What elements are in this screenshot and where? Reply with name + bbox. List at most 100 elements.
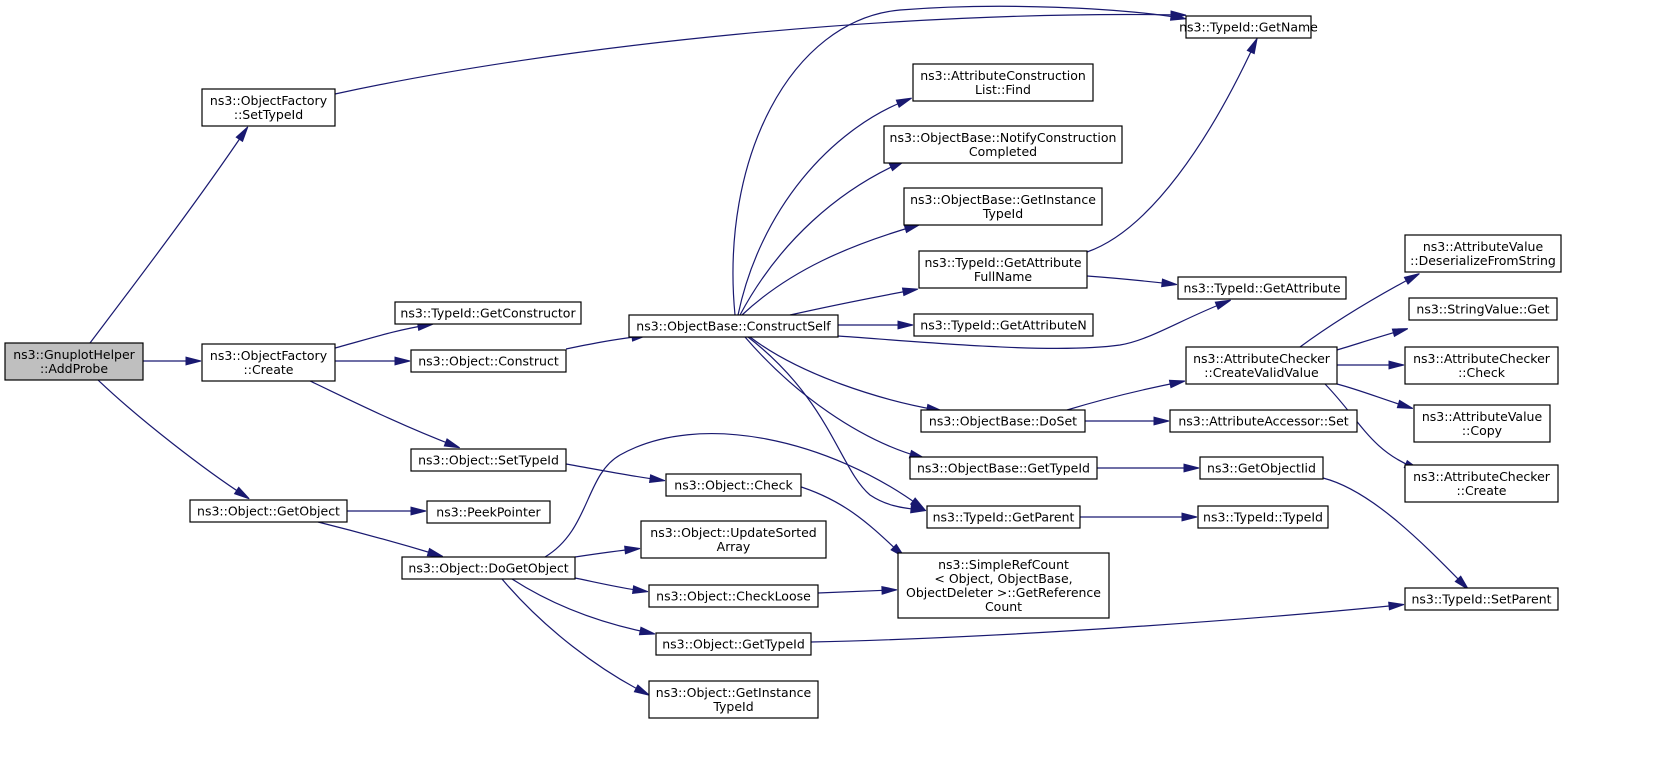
edge-line	[1336, 383, 1409, 408]
node-obj-dogetobject[interactable]: ns3::Object::DoGetObject	[401, 556, 576, 580]
node-obj-check[interactable]: ns3::Object::Check	[665, 473, 802, 497]
node-label-line: Completed	[969, 144, 1037, 159]
node-box	[883, 125, 1123, 164]
node-box	[920, 409, 1086, 433]
node-obj-getobject[interactable]: ns3::Object::GetObject	[189, 499, 348, 523]
edge-ob_constructself-to-typeid_getname	[732, 5, 1187, 316]
node-obj-gettypeid[interactable]: ns3::Object::GetTypeId	[655, 632, 812, 656]
node-ob-gettypeid[interactable]: ns3::ObjectBase::GetTypeId	[909, 456, 1098, 480]
node-ac-createvalid[interactable]: ns3::AttributeChecker::CreateValidValue	[1185, 346, 1338, 385]
edge-ob_constructself-to-typeid_getattribute	[837, 299, 1231, 349]
node-peekpointer[interactable]: ns3::PeekPointer	[426, 500, 551, 524]
node-label-line: ns3::ObjectFactory	[210, 93, 328, 108]
edge-line	[309, 380, 456, 447]
edge-line	[1086, 275, 1173, 285]
node-box	[903, 187, 1103, 226]
edge-line	[1322, 477, 1466, 587]
edge-line	[1066, 381, 1181, 411]
edge-typeid_getattrfull-to-typeid_getname	[1086, 38, 1258, 253]
edge-ac_createvalid-to-av_copy	[1336, 383, 1414, 409]
node-of-settypeid[interactable]: ns3::ObjectFactory::SetTypeId	[201, 88, 336, 127]
node-obj-construct[interactable]: ns3::Object::Construct	[410, 349, 567, 373]
edge-ob_constructself-to-typeid_getparent	[747, 336, 927, 514]
arrowhead	[394, 356, 411, 366]
edge-ob_constructself-to-typeid_getattrfull	[789, 287, 919, 316]
node-box	[1185, 15, 1312, 39]
node-box	[394, 301, 582, 325]
arrowhead	[1168, 379, 1186, 389]
node-label-line: ::Copy	[1462, 423, 1503, 438]
node-ac-create[interactable]: ns3::AttributeChecker::Create	[1404, 464, 1559, 503]
node-label-line: ns3::GetObjectIid	[1207, 461, 1316, 476]
node-of-create[interactable]: ns3::ObjectFactory::Create	[201, 343, 336, 382]
arrowhead	[903, 224, 921, 234]
node-box	[909, 456, 1098, 480]
arrowhead	[897, 320, 914, 330]
arrowhead	[1183, 463, 1200, 473]
edge-getobjectiid-to-typeid_setparent	[1322, 477, 1469, 590]
node-label-line: ::CreateValidValue	[1204, 365, 1319, 380]
node-av-deserialize[interactable]: ns3::AttributeValue::DeserializeFromStri…	[1404, 234, 1562, 273]
node-label-line: ns3::Object::DoGetObject	[408, 561, 568, 576]
node-av-copy[interactable]: ns3::AttributeValue::Copy	[1413, 404, 1551, 443]
node-label-line: ns3::PeekPointer	[436, 505, 541, 520]
node-ob-constructself[interactable]: ns3::ObjectBase::ConstructSelf	[628, 314, 839, 338]
node-label-line: ns3::TypeId::SetParent	[1411, 592, 1551, 607]
node-box	[1404, 464, 1559, 503]
node-typeid-getparent[interactable]: ns3::TypeId::GetParent	[926, 505, 1081, 529]
node-simplerefcount[interactable]: ns3::SimpleRefCount< Object, ObjectBase,…	[897, 552, 1110, 619]
node-label-line: < Object, ObjectBase,	[934, 571, 1072, 586]
node-label-line: TypeId	[982, 206, 1023, 221]
node-typeid-getconstructor[interactable]: ns3::TypeId::GetConstructor	[394, 301, 582, 325]
edge-ob_constructself-to-acl_find	[737, 97, 912, 316]
node-getobjectiid[interactable]: ns3::GetObjectIid	[1199, 456, 1324, 480]
node-typeid-getattribute[interactable]: ns3::TypeId::GetAttribute	[1177, 276, 1347, 300]
node-label-line: Count	[985, 599, 1022, 614]
node-ob-notify[interactable]: ns3::ObjectBase::NotifyConstructionCompl…	[883, 125, 1123, 164]
arrowhead	[426, 547, 444, 557]
node-typeid-getattrn[interactable]: ns3::TypeId::GetAttributeN	[913, 313, 1094, 337]
node-typeid-typeid[interactable]: ns3::TypeId::TypeId	[1197, 505, 1329, 529]
node-box	[1177, 276, 1347, 300]
node-aa-set[interactable]: ns3::AttributeAccessor::Set	[1169, 409, 1358, 433]
nodes-layer: ns3::GnuplotHelper::AddProbe ns3::ObjectF…	[4, 15, 1562, 719]
edge-root-to-of_settypeid	[89, 126, 249, 344]
arrowhead	[1403, 273, 1420, 285]
node-label-line: ns3::AttributeValue	[1423, 239, 1544, 254]
arrowhead	[233, 486, 250, 500]
node-box	[665, 473, 802, 497]
node-typeid-getname[interactable]: ns3::TypeId::GetName	[1179, 15, 1318, 39]
node-root[interactable]: ns3::GnuplotHelper::AddProbe	[4, 342, 144, 381]
node-box	[1404, 346, 1559, 385]
node-box	[648, 584, 819, 608]
node-label-line: ns3::TypeId::GetAttributeN	[920, 318, 1086, 333]
node-label-line: ns3::AttributeChecker	[1413, 469, 1551, 484]
node-obj-settypeid[interactable]: ns3::Object::SetTypeId	[410, 448, 567, 472]
arrowhead	[410, 506, 427, 516]
arrowhead	[1153, 416, 1170, 426]
node-label-line: Array	[717, 539, 751, 554]
node-box	[926, 505, 1081, 529]
node-label-line: ns3::ObjectBase::GetTypeId	[917, 461, 1090, 476]
node-sv-get[interactable]: ns3::StringValue::Get	[1408, 297, 1558, 321]
edge-typeid_getattrfull-to-typeid_getattribute	[1086, 275, 1178, 288]
node-box	[1404, 234, 1562, 273]
node-label-line: ns3::GnuplotHelper	[13, 347, 135, 362]
node-ac-check[interactable]: ns3::AttributeChecker::Check	[1404, 346, 1559, 385]
arrowhead	[1391, 328, 1409, 338]
node-label-line: ns3::Object::CheckLoose	[656, 589, 811, 604]
node-ob-doset[interactable]: ns3::ObjectBase::DoSet	[920, 409, 1086, 433]
edge-line	[794, 484, 902, 555]
edge-line	[810, 604, 1400, 643]
edge-line	[747, 336, 922, 511]
node-box	[189, 499, 348, 523]
node-typeid-setparent[interactable]: ns3::TypeId::SetParent	[1404, 587, 1559, 611]
node-box	[628, 314, 839, 338]
node-obj-checkloose[interactable]: ns3::Object::CheckLoose	[648, 584, 819, 608]
node-box	[918, 250, 1088, 289]
